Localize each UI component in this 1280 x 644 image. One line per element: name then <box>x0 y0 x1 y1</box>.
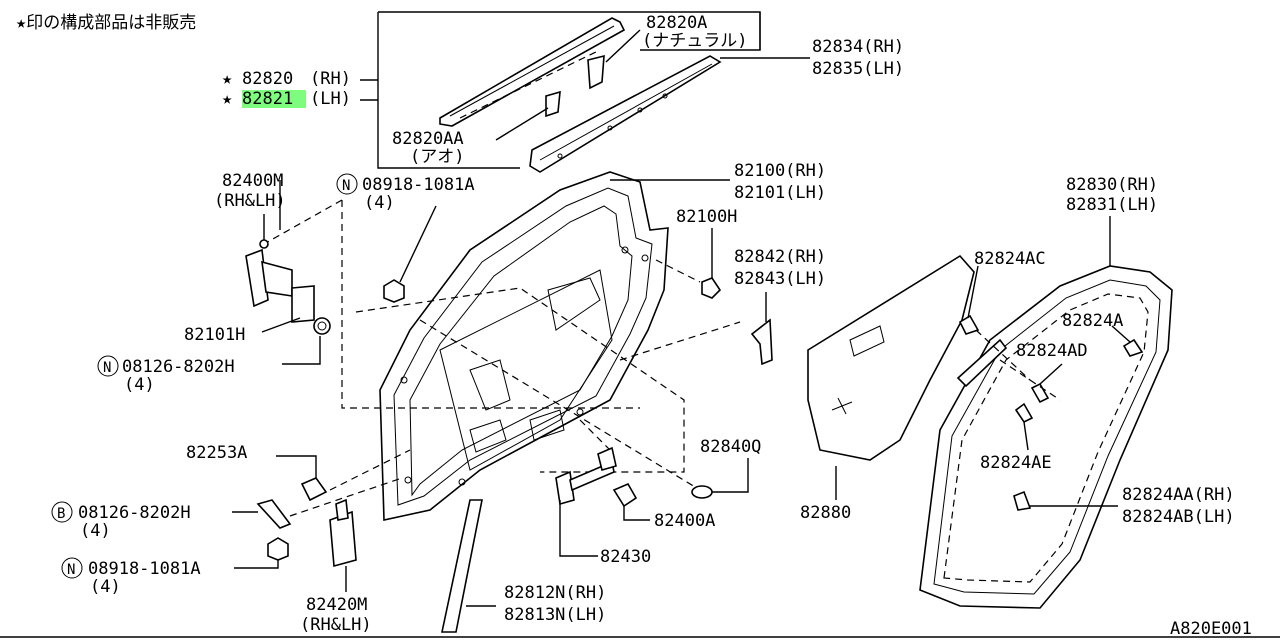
label-82100H[interactable]: 82100H <box>676 207 737 227</box>
label-08126-lower[interactable]: 08126-8202H <box>78 503 191 523</box>
dash-checker <box>579 419 611 451</box>
badge-N-08126-text: N <box>103 360 111 376</box>
clip-82820A[interactable] <box>587 54 605 90</box>
clip-82824A[interactable] <box>1111 325 1144 357</box>
badge-N-08918-lower-text: N <box>67 562 75 578</box>
label-82430[interactable]: 82430 <box>600 547 651 567</box>
bracket-82842[interactable] <box>750 292 773 366</box>
label-82824AB[interactable]: 82824AB(LH) <box>1122 507 1235 527</box>
leader-82840Q <box>712 458 749 493</box>
label-82400M-suffix: (RH&LH) <box>214 191 286 211</box>
dash-clips <box>975 329 1061 401</box>
weatherstrip-82830[interactable] <box>919 216 1173 609</box>
bracket-82820-group <box>377 12 520 169</box>
clip-82824AA[interactable] <box>1013 490 1118 511</box>
label-82820-star: ★ <box>222 69 232 89</box>
label-82400A[interactable]: 82400A <box>654 511 715 531</box>
sash-tape-82812N[interactable] <box>441 499 496 633</box>
dash-hinge-guide <box>341 200 640 409</box>
label-82824AD[interactable]: 82824AD <box>1016 341 1088 361</box>
label-08918-lower-qty: (4) <box>90 577 121 597</box>
dash-82100H <box>655 259 701 283</box>
badge-B-08126-text: B <box>57 506 65 522</box>
clip-82824AD[interactable] <box>1030 363 1063 404</box>
label-82420M-suffix: (RH&LH) <box>300 615 372 635</box>
labels: ★ 82820 (RH) ★ 82821 (LH) 82820A (ナチュラル)… <box>51 13 1252 639</box>
trim-panel-82880[interactable] <box>807 254 975 500</box>
label-82831[interactable]: 82831(LH) <box>1066 195 1158 215</box>
badge-N-08918-upper-text: N <box>342 178 350 194</box>
badge-N-08918-upper <box>336 173 358 195</box>
door-check-82430[interactable] <box>555 446 617 557</box>
label-08126-upper-qty: (4) <box>124 375 155 395</box>
belt-molding-82820 <box>439 17 641 141</box>
label-82821-star: ★ <box>222 89 232 109</box>
label-82820AA-code[interactable]: 82820AA <box>392 129 464 149</box>
label-08918-upper-qty: (4) <box>364 193 395 213</box>
clip-82820AA[interactable] <box>545 90 561 118</box>
label-82824AC[interactable]: 82824AC <box>974 249 1046 269</box>
leader-08126n <box>282 336 321 365</box>
dash-hinge-top <box>263 199 343 245</box>
bolt-08126-lower[interactable] <box>232 499 292 529</box>
figure-id: A820E001 <box>1170 619 1252 639</box>
label-08126-lower-qty: (4) <box>80 521 111 541</box>
upper-hinge-82400M[interactable] <box>245 180 331 335</box>
label-82813N[interactable]: 82813N(LH) <box>504 605 606 625</box>
bolt-82400A[interactable] <box>612 482 650 521</box>
label-82835[interactable]: 82835(LH) <box>812 59 904 79</box>
label-82101[interactable]: 82101(LH) <box>734 183 826 203</box>
inner-belt-82834 <box>529 55 810 173</box>
label-82824AA[interactable]: 82824AA(RH) <box>1122 485 1235 505</box>
label-08918-lower[interactable]: 08918-1081A <box>88 559 201 579</box>
badge-N-08918-lower <box>61 557 83 579</box>
dash-grommet <box>419 319 701 491</box>
label-82843[interactable]: 82843(LH) <box>734 269 826 289</box>
badge-N-08126 <box>97 355 119 377</box>
clip-82824AC[interactable] <box>958 265 980 335</box>
dash-bolt <box>289 477 403 517</box>
nut-08918-lower[interactable] <box>234 537 289 569</box>
highlight-82821 <box>242 90 306 108</box>
label-08918-upper[interactable]: 08918-1081A <box>362 175 475 195</box>
dash-82842 <box>619 321 741 361</box>
label-82820A-code[interactable]: 82820A <box>646 13 707 33</box>
label-82400M-code[interactable]: 82400M <box>222 171 283 191</box>
label-82820A-suffix: (ナチュラル) <box>642 31 747 51</box>
dash-trim-guide <box>355 287 685 473</box>
label-82830[interactable]: 82830(RH) <box>1066 175 1158 195</box>
dash-82253A <box>329 449 411 491</box>
bolt-82253A[interactable] <box>276 455 328 502</box>
label-82820-suffix: (RH) <box>310 69 351 89</box>
label-82820-code[interactable]: 82820 <box>242 69 293 89</box>
stopper-82100H[interactable] <box>701 228 722 299</box>
label-82253A[interactable]: 82253A <box>186 443 247 463</box>
label-82840Q[interactable]: 82840Q <box>700 437 761 457</box>
label-82824AE[interactable]: 82824AE <box>980 453 1052 473</box>
label-82834[interactable]: 82834(RH) <box>812 37 904 57</box>
clip-82824AE[interactable] <box>1014 402 1034 451</box>
non-sale-note: ★印の構成部品は非販売 <box>16 13 196 33</box>
label-82101H[interactable]: 82101H <box>184 325 245 345</box>
label-08126-upper[interactable]: 08126-8202H <box>122 357 235 377</box>
badge-B-08126 <box>51 501 73 523</box>
label-82842[interactable]: 82842(RH) <box>734 247 826 267</box>
label-82100[interactable]: 82100(RH) <box>734 161 826 181</box>
label-82821-suffix: (LH) <box>310 89 351 109</box>
label-82820AA-suffix: (アオ) <box>410 147 464 167</box>
label-82824A[interactable]: 82824A <box>1062 311 1123 331</box>
door-shell-82100 <box>379 171 730 521</box>
label-82880[interactable]: 82880 <box>800 503 851 523</box>
leader-82820-82821 <box>360 79 378 101</box>
label-82420M-code[interactable]: 82420M <box>306 595 367 615</box>
plug-82840Q[interactable] <box>691 485 713 499</box>
label-82812N[interactable]: 82812N(RH) <box>504 583 606 603</box>
nut-08918-door[interactable] <box>383 205 437 303</box>
nut-08918-upper[interactable] <box>313 317 331 335</box>
label-82821-code[interactable]: 82821 <box>242 89 293 109</box>
lower-hinge-82420M[interactable] <box>329 498 357 592</box>
